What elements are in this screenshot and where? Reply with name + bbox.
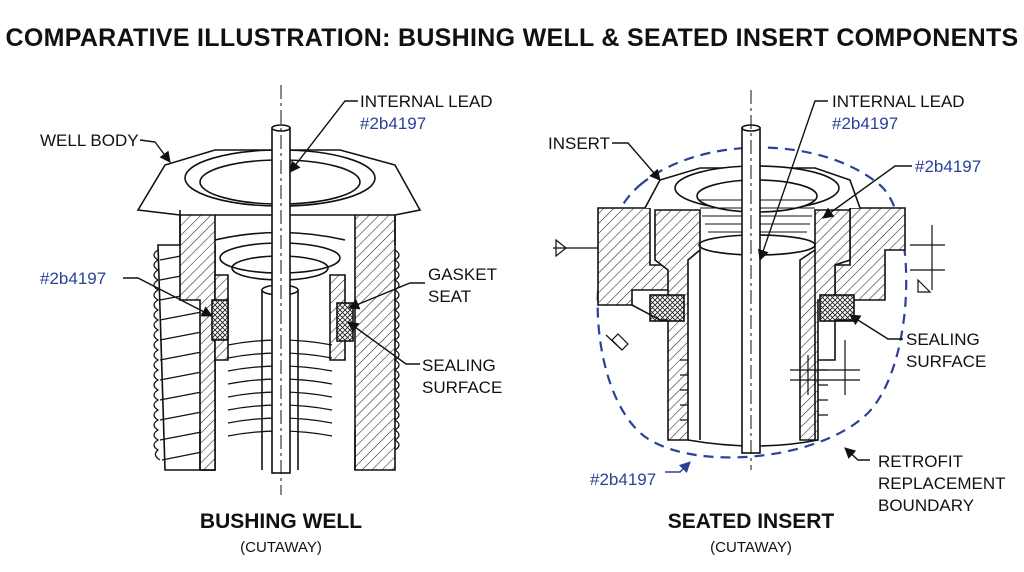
label-surface-left: SURFACE bbox=[422, 378, 502, 397]
label-gasket: GASKET bbox=[428, 265, 497, 284]
label-internal-lead-left: INTERNAL LEAD bbox=[360, 92, 493, 111]
label-replacement: REPLACEMENT bbox=[878, 474, 1006, 493]
label-seat: SEAT bbox=[428, 287, 471, 306]
label-sealing-left: SEALING bbox=[422, 356, 496, 375]
left-leaders bbox=[123, 100, 425, 365]
label-boundary: BOUNDARY bbox=[878, 496, 974, 515]
caption-seated-insert: SEATED INSERT bbox=[668, 510, 835, 533]
thread-right bbox=[393, 249, 400, 451]
seated-insert-drawing bbox=[553, 90, 945, 470]
diagram-title: COMPARATIVE ILLUSTRATION: BUSHING WELL &… bbox=[5, 24, 1019, 52]
gasket-left bbox=[211, 299, 229, 341]
label-internal-lead-code-right: #2b4197 bbox=[832, 114, 898, 133]
subcaption-bushing-well: (CUTAWAY) bbox=[240, 539, 322, 556]
label-insert: INSERT bbox=[548, 134, 610, 153]
label-sealing-right: SEALING bbox=[906, 330, 980, 349]
label-internal-lead-code-left: #2b4197 bbox=[360, 114, 426, 133]
label-retrofit: RETROFIT bbox=[878, 452, 963, 471]
insert-gasket-left bbox=[649, 294, 685, 322]
bushing-well-drawing bbox=[136, 85, 422, 495]
insert-gasket-right bbox=[819, 294, 855, 322]
label-well-body: WELL BODY bbox=[40, 131, 139, 150]
label-internal-lead-right: INTERNAL LEAD bbox=[832, 92, 965, 111]
subcaption-seated-insert: (CUTAWAY) bbox=[710, 539, 792, 556]
right-leaders bbox=[612, 100, 912, 474]
label-color-code-left: #2b4197 bbox=[40, 269, 106, 288]
caption-bushing-well: BUSHING WELL bbox=[200, 510, 362, 533]
gasket-right bbox=[336, 302, 354, 342]
label-bottom-code-right: #2b4197 bbox=[590, 470, 656, 489]
label-top-code-right: #2b4197 bbox=[915, 157, 981, 176]
retrofit-boundary bbox=[596, 146, 908, 459]
label-surface-right: SURFACE bbox=[906, 352, 986, 371]
